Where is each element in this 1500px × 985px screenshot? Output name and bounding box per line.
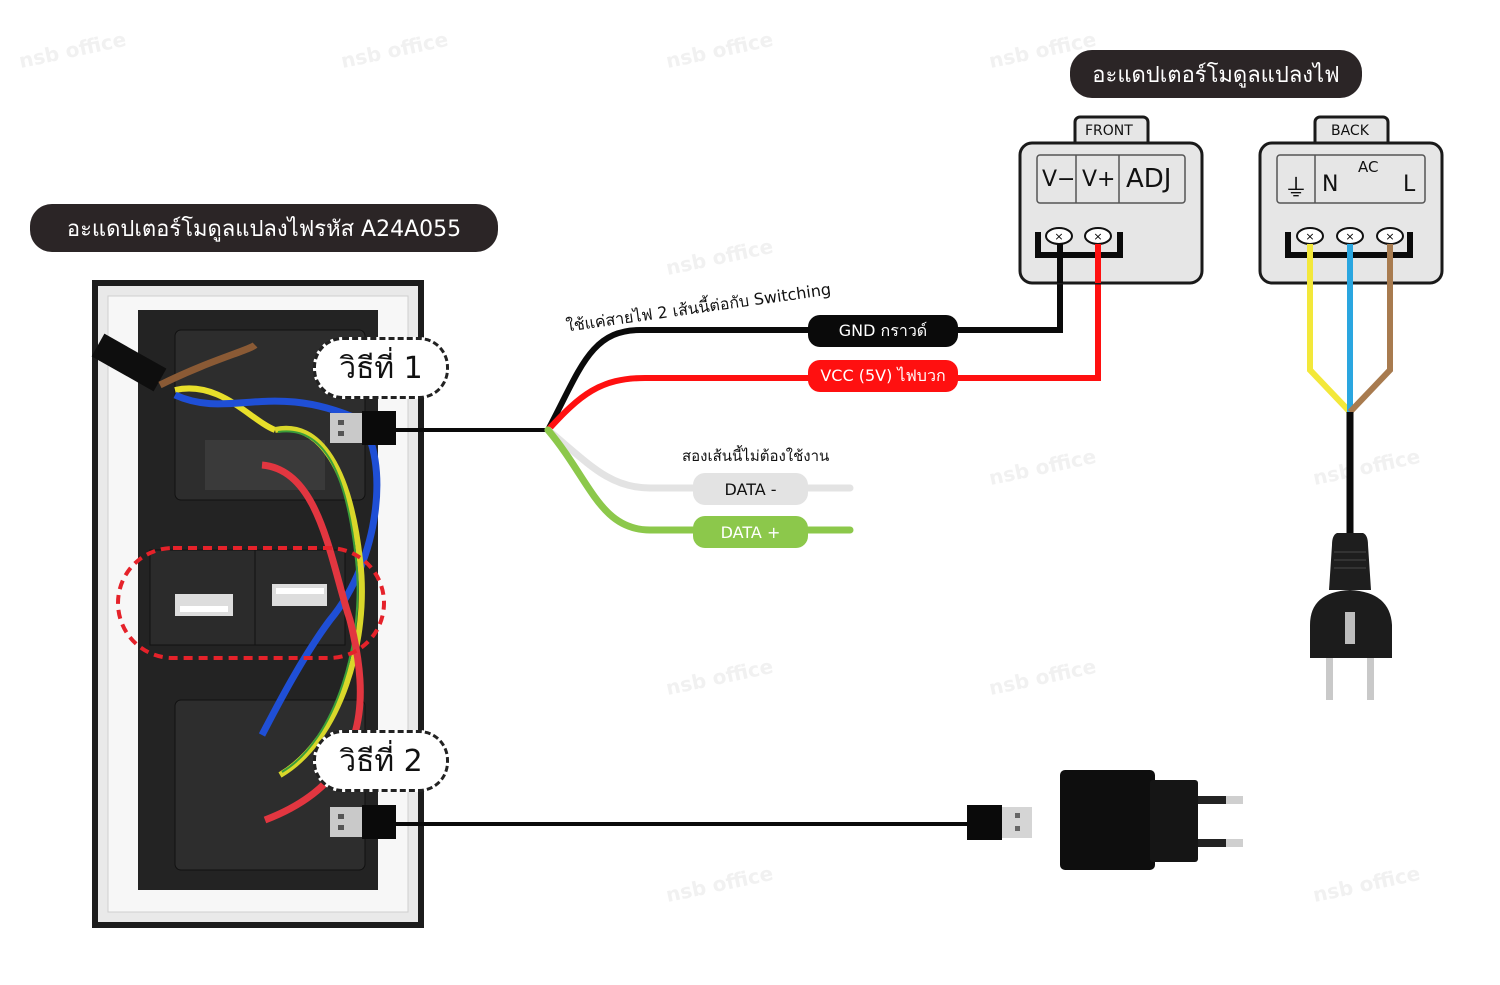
back-tab-label: BACK	[1331, 123, 1369, 139]
yellow-wire	[1307, 244, 1353, 415]
data-minus-label: DATA -	[693, 473, 808, 505]
vcc-wire	[545, 250, 1101, 433]
data-plus-wire	[544, 426, 854, 534]
svg-text:×: ×	[1093, 230, 1102, 243]
brown-wire	[1347, 244, 1393, 415]
wall-charger	[1060, 770, 1243, 870]
terminal-l: L	[1403, 172, 1416, 197]
power-plug	[1310, 533, 1392, 700]
gnd-wire	[545, 250, 1063, 432]
usb-plug-method1	[330, 411, 396, 445]
usb-highlight	[116, 546, 386, 660]
ground-icon: ⏚	[1284, 174, 1308, 202]
ac-label: AC	[1358, 158, 1379, 176]
terminal-n: N	[1322, 172, 1339, 197]
method2-label: วิธีที่ 2	[313, 730, 449, 792]
svg-text:×: ×	[1345, 230, 1354, 243]
gnd-label: GND กราวด์	[808, 315, 958, 347]
terminal-v-minus: V−	[1042, 167, 1076, 192]
module-code-title: อะแดปเตอร์โมดูลแปลงไฟรหัส A24A055	[30, 204, 498, 252]
usb-plug-method2	[330, 805, 396, 839]
unused-note: สองเส้นนี้ไม่ต้องใช้งาน	[682, 447, 830, 465]
method1-label: วิธีที่ 1	[313, 337, 449, 399]
svg-text:×: ×	[1305, 230, 1314, 243]
terminal-v-plus: V+	[1082, 167, 1116, 192]
front-tab-label: FRONT	[1085, 123, 1133, 139]
svg-text:×: ×	[1054, 230, 1063, 243]
data-minus-wire	[544, 426, 854, 492]
terminal-adj: ADJ	[1126, 164, 1172, 194]
front-panel: × ×	[1018, 115, 1204, 285]
data-plus-label: DATA +	[693, 516, 808, 548]
usb-plug-charger-end	[967, 805, 1032, 840]
vcc-label: VCC (5V) ไฟบวก	[808, 360, 958, 392]
power-module-title: อะแดปเตอร์โมดูลแปลงไฟ	[1070, 50, 1362, 98]
back-panel: × × ×	[1258, 115, 1444, 285]
svg-text:×: ×	[1385, 230, 1394, 243]
